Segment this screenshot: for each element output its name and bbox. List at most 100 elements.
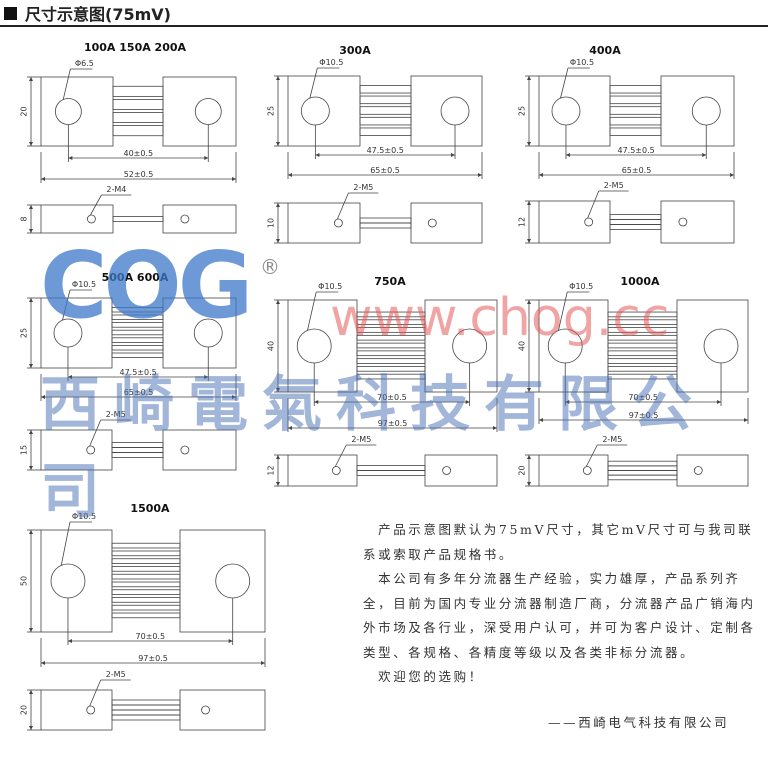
- shunt-strip: [111, 329, 164, 336]
- hole-spacing-label: 70±0.5: [136, 632, 166, 641]
- mounting-hole: [440, 96, 470, 126]
- shunt-strip: [609, 95, 662, 105]
- shunt-strip: [111, 306, 164, 313]
- shunt-strip: [112, 85, 164, 97]
- shunt-strip: [111, 550, 181, 557]
- overall-length-label: 65±0.5: [124, 388, 154, 397]
- side-block-left: [40, 429, 113, 471]
- thread-label: 2-M4: [106, 185, 126, 194]
- arrow-icon: [29, 628, 33, 632]
- side-strip: [111, 704, 181, 711]
- leader-line: [89, 679, 102, 707]
- leader-line: [334, 444, 347, 467]
- side-strip: [607, 460, 678, 467]
- terminal-block-left: [287, 299, 358, 393]
- side-strip: [111, 447, 164, 453]
- overall-length-label: 97±0.5: [138, 654, 168, 663]
- arrow-icon: [232, 177, 236, 181]
- company-signature: ——西崎电气科技有限公司: [548, 715, 730, 730]
- shunt-strip: [356, 334, 426, 341]
- thread-hole: [582, 466, 592, 475]
- arrow-icon: [29, 466, 33, 470]
- overall-length-label: 52±0.5: [124, 170, 154, 179]
- thread-hole: [693, 466, 703, 475]
- leader-line: [559, 67, 569, 99]
- leader-line: [60, 521, 71, 566]
- shunt-strip: [356, 327, 426, 333]
- arrow-icon: [29, 430, 33, 434]
- shunt-strip: [111, 566, 181, 572]
- thread-hole: [86, 705, 96, 715]
- leader-line: [585, 444, 598, 467]
- arrow-icon: [67, 375, 72, 379]
- shunt-strip: [607, 358, 678, 364]
- section-header: 尺寸示意图(75mV): [4, 2, 171, 24]
- shunt-strip: [607, 366, 678, 372]
- shunt-strip: [356, 373, 426, 380]
- arrow-icon: [730, 173, 734, 177]
- hole-diameter-label: Φ10.5: [319, 58, 343, 67]
- thread-hole: [87, 214, 96, 224]
- leader-line: [307, 291, 317, 331]
- hole-spacing-label: 47.5±0.5: [367, 146, 404, 155]
- height-label: 25: [518, 106, 527, 116]
- mounting-hole: [300, 96, 330, 126]
- arrow-icon: [527, 239, 531, 243]
- shunt-strip: [356, 311, 426, 318]
- shunt-strip: [111, 322, 164, 328]
- shunt-strip: [609, 127, 662, 136]
- shunt-strip: [111, 337, 164, 343]
- hole-spacing-label: 70±0.5: [628, 393, 658, 402]
- shunt-strip: [607, 319, 678, 325]
- hole-spacing-label: 40±0.5: [124, 149, 154, 158]
- leader-line: [309, 67, 318, 99]
- terminal-block-left: [538, 299, 609, 393]
- arrow-icon: [204, 375, 209, 379]
- shunt-strip: [356, 342, 426, 349]
- side-block-right: [162, 204, 237, 234]
- thread-hole: [86, 445, 96, 455]
- thread-hole: [180, 214, 190, 224]
- arrow-icon: [702, 153, 707, 157]
- drawing-title: 100A 150A 200A: [84, 41, 187, 54]
- hole-diameter-label: Φ10.5: [569, 282, 593, 291]
- thread-hole: [584, 217, 594, 227]
- mounting-hole: [551, 96, 581, 126]
- arrow-icon: [29, 690, 33, 694]
- shunt-strip: [356, 366, 426, 372]
- thread-hole: [180, 445, 190, 455]
- thread-hole: [427, 218, 437, 228]
- thickness-label: 12: [518, 217, 527, 227]
- arrow-icon: [29, 142, 33, 146]
- thickness-label: 15: [20, 445, 29, 455]
- arrow-icon: [314, 400, 319, 404]
- shunt-strip: [111, 589, 181, 595]
- thread-label: 2-M5: [604, 181, 624, 190]
- side-strip: [112, 216, 164, 222]
- shunt-strip: [359, 116, 412, 126]
- side-strip: [609, 219, 662, 225]
- terminal-block-right: [179, 529, 266, 633]
- hole-spacing-label: 70±0.5: [377, 393, 407, 402]
- side-strip: [609, 214, 662, 220]
- side-block-right: [676, 454, 749, 487]
- arrow-icon: [276, 388, 280, 392]
- shunt-strip: [111, 581, 181, 588]
- thread-label: 2-M5: [351, 435, 371, 444]
- drawing-title: 750A: [374, 275, 406, 288]
- shunt-strip: [356, 319, 426, 325]
- arrow-icon: [276, 455, 280, 459]
- arrow-icon: [315, 153, 320, 157]
- shunt-strip: [609, 85, 662, 94]
- arrow-icon: [527, 482, 531, 486]
- shunt-strip: [607, 334, 678, 341]
- shunt-strip: [356, 350, 426, 357]
- arrow-icon: [565, 400, 570, 404]
- side-block-right: [660, 200, 735, 244]
- shunt-strip: [607, 373, 678, 380]
- arrow-icon: [744, 418, 748, 422]
- shunt-strip: [111, 597, 181, 603]
- mounting-hole: [50, 563, 86, 599]
- hole-diameter-label: Φ10.5: [72, 280, 96, 289]
- shunt-strip: [359, 85, 412, 94]
